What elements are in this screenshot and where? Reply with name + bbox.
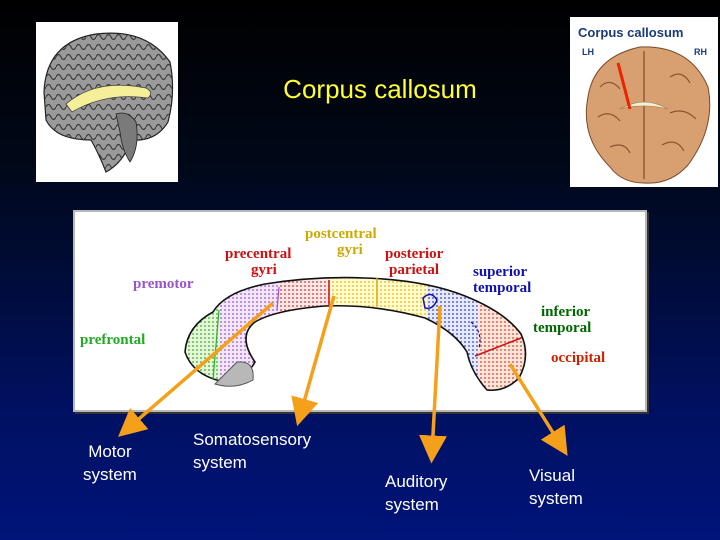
region-superior-line1: superior [473,264,528,280]
slide-title: Corpus callosum [283,74,477,104]
region-posterior-line1: posterior [385,246,444,262]
region-inferior-line1: inferior [541,304,591,320]
region-posterior-line2: parietal [389,262,439,278]
region-precentral-line2: gyri [251,262,277,278]
visual-system-label: Visual system [529,466,583,508]
motor-system-label: Motor system [83,442,137,484]
region-postcentral-line1: postcentral [305,226,377,242]
region-inferior-line2: temporal [533,320,592,336]
corpus-callosum-diagram: prefrontal premotor precentral gyri post… [73,210,647,412]
region-occipital: occipital [551,350,606,366]
region-premotor: premotor [133,276,194,292]
sagittal-brain-image [36,22,178,182]
region-precentral-line1: precentral [225,246,292,262]
somatosensory-system-label: Somatosensory system [193,430,312,472]
region-superior-line2: temporal [473,280,532,296]
inset-title: Corpus callosum [578,25,684,40]
auditory-system-label: Auditory system [385,472,448,514]
region-prefrontal: prefrontal [80,332,146,348]
region-postcentral-line2: gyri [337,242,363,258]
coronal-brain-image: Corpus callosum LH RH [570,17,718,187]
left-hemisphere-label: LH [582,47,594,57]
right-hemisphere-label: RH [694,47,707,57]
